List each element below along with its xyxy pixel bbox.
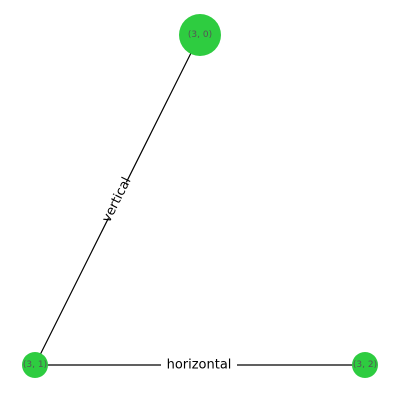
node-label-3-1: (3, 1): [23, 360, 47, 370]
graph-node-3-2: (3, 2): [352, 352, 378, 378]
graph-node-3-1: (3, 1): [22, 352, 48, 378]
node-label-3-2: (3, 2): [353, 360, 377, 370]
edges: [34, 34, 365, 366]
graph-node-3-0: (3, 0): [179, 14, 221, 56]
node-label-3-0: (3, 0): [188, 30, 212, 40]
node-circle-3-2: [352, 352, 378, 378]
edge-label-vertical-group: vertical: [99, 175, 135, 225]
edge-label-vertical-bg: [99, 177, 135, 223]
edge-label-horizontal-bg: [161, 355, 237, 375]
node-circle-3-0: [179, 14, 221, 56]
node-circle-3-1: [22, 352, 48, 378]
edge-label-horizontal: horizontal: [167, 358, 232, 373]
edge-label-horizontal-group: horizontal: [161, 355, 237, 375]
